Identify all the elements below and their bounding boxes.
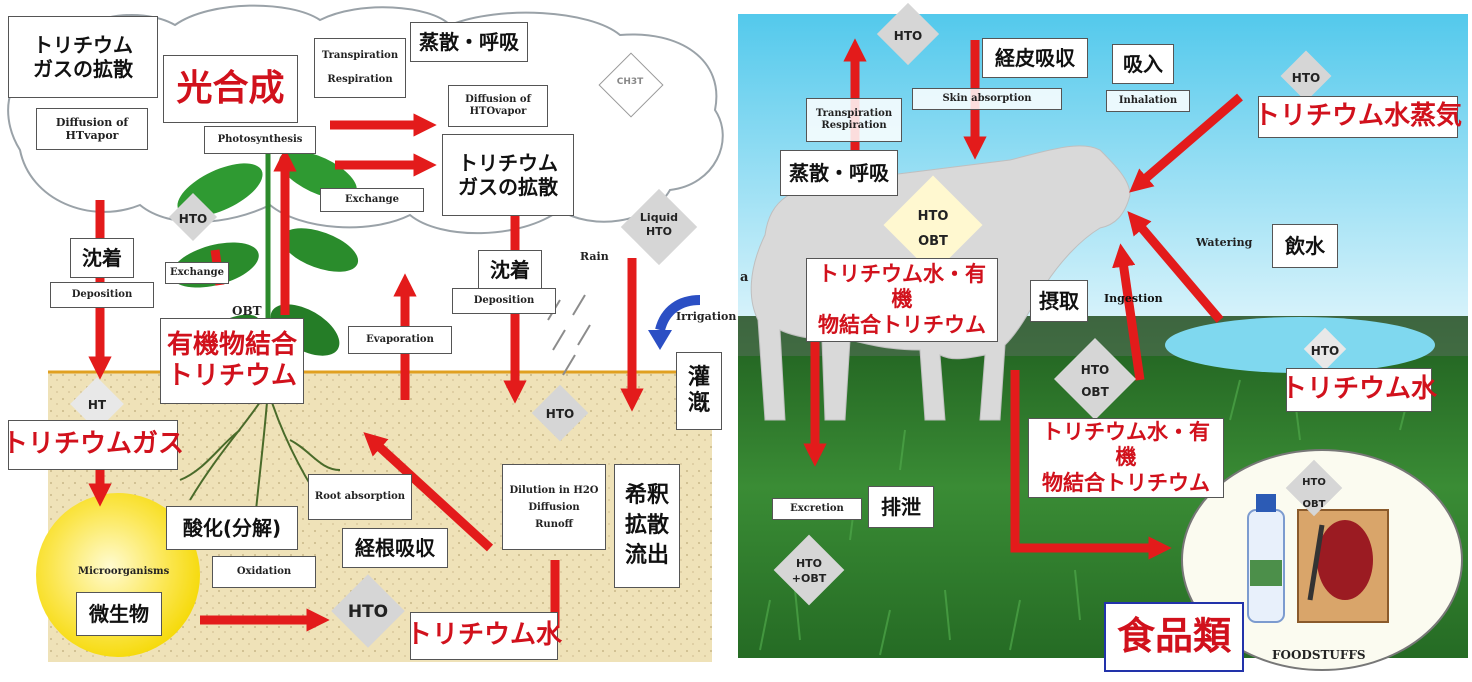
hto-bottom-text: HTO: [347, 602, 389, 622]
hto-vapor-text: HTO: [1291, 71, 1321, 85]
hto-top-text: HTO: [893, 29, 923, 43]
milk-bottle: [1247, 494, 1285, 623]
dilution-jp-label: 希釈 拡散 流出: [614, 464, 680, 588]
watering-en-label: Watering: [1196, 236, 1253, 249]
deposition-jp-label: 沈着: [70, 238, 134, 278]
inhalation-en-label: Inhalation: [1106, 90, 1190, 112]
deposition-en-label: Deposition: [50, 282, 154, 308]
intake-jp-label: 摂取: [1030, 280, 1088, 322]
transpiration-r-en-label: Transpiration Respiration: [806, 98, 902, 142]
irrigation-en-label: Irrigation: [676, 310, 737, 323]
deposition2-en-label: Deposition: [452, 288, 556, 314]
exchange-label: Exchange: [320, 188, 424, 212]
foodstuffs-en-label: FOODSTUFFS: [1272, 648, 1366, 662]
cow-tritium-label: トリチウム水・有機 物結合トリチウム: [806, 258, 998, 342]
transpiration-en-label: Transpiration Respiration: [314, 38, 406, 98]
cow-hto-obt-text: HTO OBT: [917, 209, 949, 249]
photosynthesis-label: 光合成: [163, 55, 298, 123]
microorganisms-jp-label: 微生物: [76, 592, 162, 636]
oxidation-jp-label: 酸化(分解): [166, 506, 298, 550]
a-fragment: a: [740, 270, 749, 285]
pond: [1165, 317, 1435, 373]
inhalation-jp-label: 吸入: [1112, 44, 1174, 84]
irrigation-jp-label: 灌 漑: [676, 352, 722, 430]
excretion-en-label: Excretion: [772, 498, 862, 520]
meat-board: [1297, 509, 1389, 623]
tritium-gas-diffusion-label: トリチウム ガスの拡散: [8, 16, 158, 98]
microorganisms-en-label: Microorganisms: [78, 566, 170, 577]
dilution-en-label: Dilution in H2O Diffusion Runoff: [502, 464, 606, 550]
root-absorption-jp-label: 経根吸収: [342, 528, 448, 568]
deposition2-jp-label: 沈着: [478, 250, 542, 290]
tritium-vapor-label: トリチウム水蒸気: [1254, 96, 1462, 138]
skin-absorption-jp-label: 経皮吸収: [982, 38, 1088, 78]
rain-label: Rain: [580, 250, 609, 263]
ch3t-text: CH3T: [616, 77, 644, 87]
tritium-gas-diffusion2-label: トリチウム ガスの拡散: [442, 134, 574, 216]
foodstuffs-jp-label: 食品類: [1104, 602, 1244, 672]
hto-plant-text: HTO: [178, 212, 208, 226]
rain-streaks: [547, 294, 591, 376]
evaporation-label: Evaporation: [348, 326, 452, 354]
tritium-water-r-label: トリチウム水: [1281, 368, 1437, 412]
ingestion-en-label: Ingestion: [1104, 292, 1163, 305]
tritium-water-label: トリチウム水: [406, 612, 562, 660]
grass-tritium-label: トリチウム水・有機 物結合トリチウム: [1028, 418, 1224, 498]
transpiration-jp-label: 蒸散・呼吸: [410, 22, 528, 62]
hto-excretion-text: HTO +OBT: [791, 557, 827, 586]
excretion-jp-label: 排泄: [868, 486, 934, 528]
oxidation-en-label: Oxidation: [212, 556, 316, 588]
grass-hto-obt-text: HTO OBT: [1080, 363, 1110, 399]
right-arrows: [803, 38, 1243, 560]
food-hto-obt-text: HTO OBT: [1302, 477, 1326, 510]
diffusion-hto-label: Diffusion of HTOvapor: [448, 85, 548, 127]
ht-text: HT: [87, 398, 107, 412]
organically-bound-tritium-label: 有機物結合 トリチウム: [160, 318, 304, 404]
liquid-hto-text: Liquid HTO: [639, 211, 679, 239]
exchange2-label: Exchange: [165, 262, 229, 284]
skin-absorption-en-label: Skin absorption: [912, 88, 1062, 110]
watering-jp-label: 飲水: [1272, 224, 1338, 268]
root-absorption-en-label: Root absorption: [308, 474, 412, 520]
diffusion-ht-label: Diffusion of HTvapor: [36, 108, 148, 150]
transpiration-r-jp-label: 蒸散・呼吸: [780, 150, 898, 196]
tritium-gas-label: トリチウムガス: [2, 420, 184, 470]
photosynthesis-en-label: Photosynthesis: [204, 126, 316, 154]
irrigation-arrow: [655, 295, 701, 332]
hto-pond-text: HTO: [1310, 344, 1340, 358]
irrigation-arrow-head: [648, 330, 672, 350]
hto-soil-text: HTO: [545, 407, 575, 421]
obt-plant-text: OBT: [232, 304, 262, 318]
